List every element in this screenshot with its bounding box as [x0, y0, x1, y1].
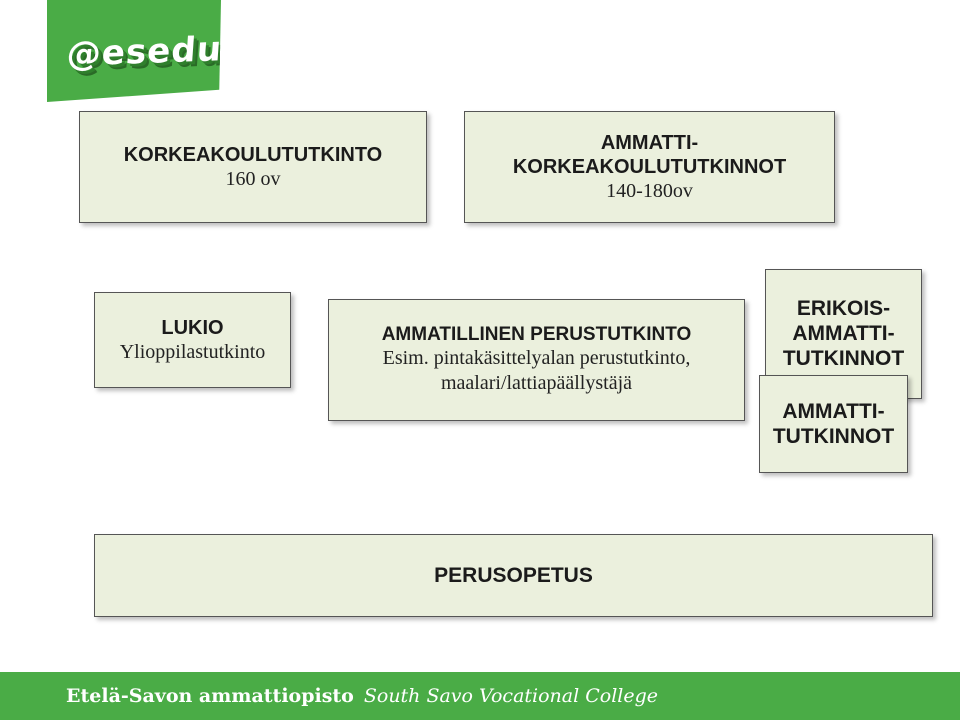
box-title: PERUSOPETUS [434, 563, 593, 587]
box-title-line2: AMMATTI- [792, 322, 895, 346]
box-title-line3: TUTKINNOT [782, 347, 905, 371]
footer-school-name-english: South Savo Vocational College [363, 685, 659, 707]
box-lukio: LUKIO Ylioppilastutkinto [94, 292, 291, 388]
box-subtitle-line1: Esim. pintakäsittelyalan perustutkinto, [382, 347, 691, 370]
box-title: AMMATILLINEN PERUSTUTKINTO [381, 323, 692, 345]
box-subtitle-line2: maalari/lattiapäällystäjä [440, 372, 632, 395]
box-ammatillinen-perustutkinto: AMMATILLINEN PERUSTUTKINTO Esim. pintakä… [328, 299, 745, 421]
logo-text: @esedu [65, 29, 224, 75]
box-korkeakoulututkinto: KORKEAKOULUTUTKINTO 160 ov [79, 111, 427, 223]
box-subtitle: Ylioppilastutkinto [119, 340, 266, 363]
box-perusopetus: PERUSOPETUS [94, 534, 933, 617]
box-title: KORKEAKOULUTUTKINTO [123, 143, 383, 166]
box-title-line2: TUTKINNOT [772, 425, 895, 448]
box-ammattitutkinnot: AMMATTI- TUTKINNOT [759, 375, 908, 473]
box-title-line2: KORKEAKOULUTUTKINNOT [512, 155, 787, 178]
box-title-line1: AMMATTI- [782, 399, 885, 423]
esedu-logo: @esedu [47, 0, 221, 102]
box-title: LUKIO [161, 316, 224, 339]
box-ammattikorkeakoulututkinnot: AMMATTI- KORKEAKOULUTUTKINNOT 140-180ov [464, 111, 835, 223]
box-title-line1: AMMATTI- [600, 131, 699, 154]
footer-bar: Etelä-Savon ammattiopisto South Savo Voc… [0, 672, 960, 720]
footer-school-name: Etelä-Savon ammattiopisto [66, 685, 354, 707]
box-title-line1: ERIKOIS- [796, 297, 891, 320]
box-subtitle: 160 ov [225, 167, 281, 190]
box-subtitle: 140-180ov [606, 179, 693, 202]
